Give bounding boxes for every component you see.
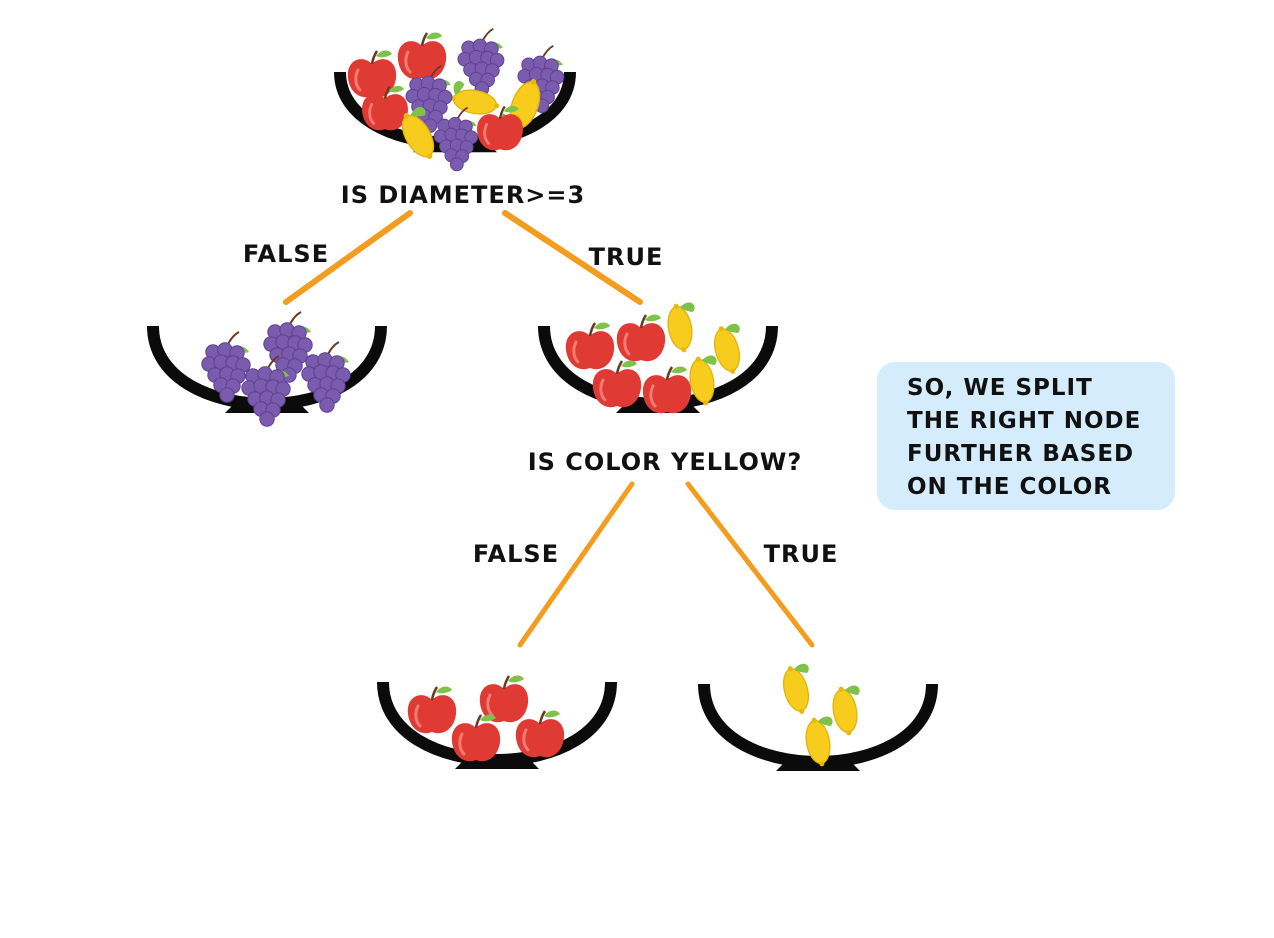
apple	[362, 85, 408, 131]
explanation-note: SO, WE SPLIT THE RIGHT NODE FURTHER BASE…	[877, 362, 1175, 510]
lemon	[689, 355, 717, 406]
apple	[407, 686, 457, 734]
bowl-base	[455, 758, 539, 769]
lemon	[667, 302, 695, 353]
right-question: IS COLOR YELLOW?	[528, 448, 803, 476]
apple	[565, 322, 615, 370]
right-false-label: FALSE	[473, 540, 559, 568]
grape-bunch	[457, 27, 505, 96]
grape-bunch	[241, 355, 291, 427]
apple	[616, 314, 666, 362]
edge-right-true	[685, 481, 815, 648]
grape-bunch	[405, 64, 453, 133]
root-question: IS DIAMETER>=3	[341, 181, 585, 209]
bowl-left	[147, 311, 387, 427]
tree-edges	[283, 210, 815, 648]
bowl-base	[776, 760, 860, 771]
lemon	[782, 663, 810, 714]
bowl-root	[334, 27, 576, 172]
note-line: SO, WE SPLIT	[907, 375, 1093, 401]
apple	[347, 50, 397, 98]
bowl-right_right	[698, 663, 938, 771]
grape-bunch	[301, 341, 351, 413]
grape-bunch	[433, 106, 479, 172]
apple	[642, 366, 692, 414]
apple	[477, 105, 523, 151]
apple	[592, 360, 642, 408]
root-false-label: FALSE	[243, 240, 329, 268]
apple	[515, 710, 565, 758]
lemon	[450, 81, 500, 115]
apple	[451, 714, 501, 762]
lemon	[401, 107, 435, 159]
note-line: THE RIGHT NODE	[907, 408, 1142, 434]
bowl-right	[538, 302, 778, 414]
lemon	[832, 685, 860, 736]
lemon	[805, 716, 833, 767]
apple	[479, 675, 529, 723]
edge-root-true	[502, 210, 643, 305]
right-true-label: TRUE	[764, 540, 839, 568]
bowl-right_left	[377, 675, 617, 769]
grape-bunch	[201, 331, 251, 403]
edge-root-false	[283, 210, 413, 305]
edge-right-false	[517, 481, 635, 648]
note-line: ON THE COLOR	[907, 474, 1112, 500]
bowls-layer	[147, 27, 938, 771]
lemon	[713, 323, 741, 374]
note-line: FURTHER BASED	[907, 441, 1135, 467]
root-true-label: TRUE	[589, 243, 664, 271]
apple	[397, 32, 447, 80]
grape-bunch	[263, 311, 313, 383]
